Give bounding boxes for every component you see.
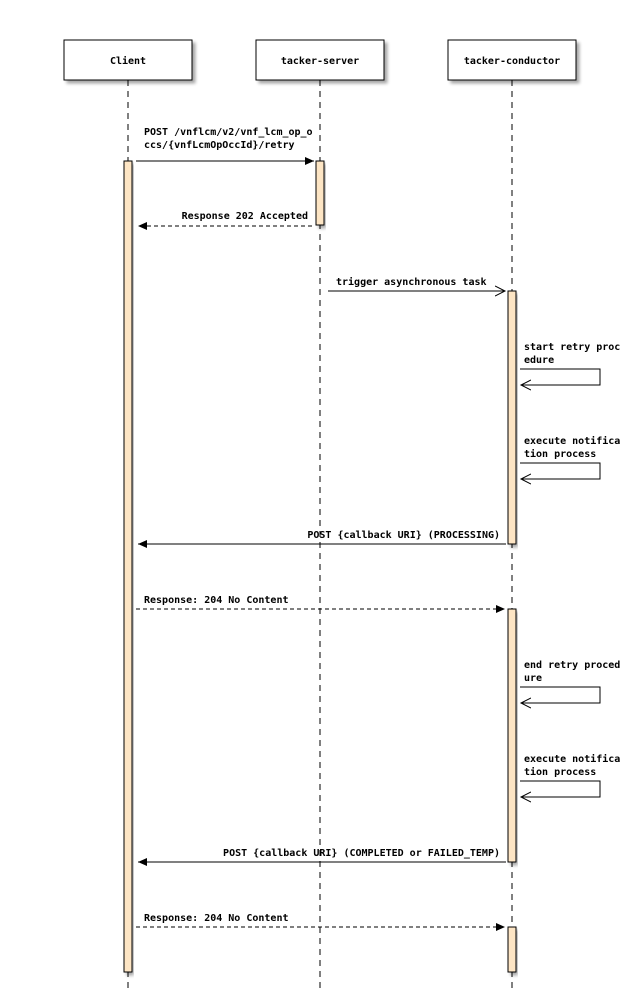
message-execute-notification-1-label-1: execute notifica <box>524 435 620 447</box>
message-response-204-2-label: Response: 204 No Content <box>144 913 289 924</box>
server-actor: tacker-server <box>255 39 385 81</box>
client-actor: Client <box>63 39 193 81</box>
message-post-retry: POST /vnflcm/v2/vnf_lcm_op_o ccs/{vnfLcm… <box>136 127 314 165</box>
message-end-retry: end retry proced ure <box>520 660 620 703</box>
client-label: Client <box>110 55 146 67</box>
message-execute-notification-1: execute notifica tion process <box>520 435 620 479</box>
message-callback-processing-label: POST {callback URI} (PROCESSING) <box>307 530 500 541</box>
message-end-retry-label-1: end retry proced <box>524 660 620 671</box>
message-trigger-task: trigger asynchronous task <box>328 276 505 291</box>
message-response-204-1-label: Response: 204 No Content <box>144 595 289 606</box>
server-activation <box>315 160 325 226</box>
conductor-activation-1 <box>507 290 517 545</box>
message-response-204-2: Response: 204 No Content <box>136 913 505 931</box>
server-label: tacker-server <box>281 56 359 67</box>
message-start-retry-label-1: start retry proc <box>524 342 620 353</box>
message-execute-notification-2-label-1: execute notifica <box>524 753 620 765</box>
message-post-retry-label-2: ccs/{vnfLcmOpOccId}/retry <box>144 140 295 151</box>
message-start-retry-label-2: edure <box>524 355 554 366</box>
message-response-202: Response 202 Accepted <box>138 211 312 230</box>
client-activation <box>123 160 133 973</box>
conductor-activation-2 <box>507 608 517 863</box>
conductor-activation-3 <box>507 926 517 973</box>
message-callback-processing: POST {callback URI} (PROCESSING) <box>138 530 506 548</box>
conductor-label: tacker-conductor <box>464 56 560 67</box>
message-trigger-task-label: trigger asynchronous task <box>336 276 487 288</box>
message-end-retry-label-2: ure <box>524 673 542 684</box>
message-callback-completed: POST {callback URI} (COMPLETED or FAILED… <box>138 848 506 866</box>
message-start-retry: start retry proc edure <box>520 342 620 385</box>
message-execute-notification-2: execute notifica tion process <box>520 753 620 797</box>
message-response-204-1: Response: 204 No Content <box>136 595 505 613</box>
conductor-actor: tacker-conductor <box>447 39 577 81</box>
message-callback-completed-label: POST {callback URI} (COMPLETED or FAILED… <box>223 848 500 859</box>
message-execute-notification-2-label-2: tion process <box>524 766 596 778</box>
message-execute-notification-1-label-2: tion process <box>524 448 596 460</box>
message-post-retry-label-1: POST /vnflcm/v2/vnf_lcm_op_o <box>144 127 313 138</box>
message-response-202-label: Response 202 Accepted <box>182 211 308 222</box>
